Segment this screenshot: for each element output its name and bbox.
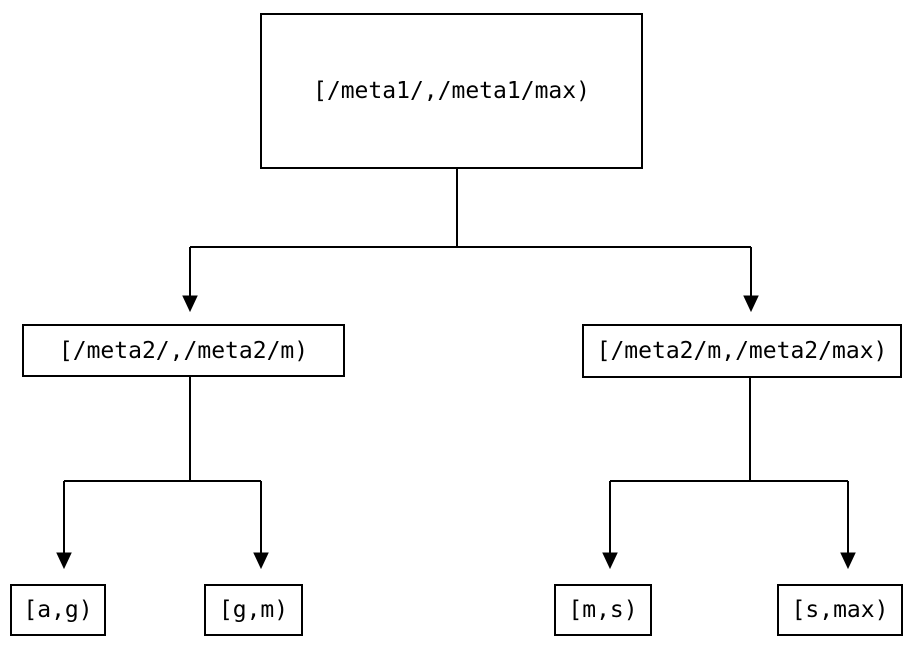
- arrowhead-down-icon: [253, 552, 269, 570]
- tree-node-label: [/meta2/m,/meta2/max): [596, 338, 888, 364]
- tree-leaf-g-m: [g,m): [204, 584, 303, 636]
- tree-leaf-m-s: [m,s): [554, 584, 652, 636]
- arrowhead-down-icon: [182, 295, 198, 313]
- tree-node-label: [s,max): [791, 597, 889, 623]
- tree-node-label: [g,m): [218, 597, 289, 623]
- edge-root-to-level2: [182, 169, 759, 313]
- arrowhead-down-icon: [602, 552, 618, 570]
- tree-node-label: [a,g): [23, 597, 93, 623]
- tree-node-meta2-right: [/meta2/m,/meta2/max): [582, 324, 902, 378]
- edge-right-subtree: [602, 378, 856, 570]
- tree-node-root: [/meta1/,/meta1/max): [260, 13, 643, 169]
- edge-left-subtree: [56, 377, 269, 570]
- tree-node-label: [/meta1/,/meta1/max): [313, 78, 590, 104]
- arrowhead-down-icon: [56, 552, 72, 570]
- tree-node-label: [m,s): [568, 597, 638, 623]
- tree-leaf-a-g: [a,g): [10, 584, 106, 636]
- arrowhead-down-icon: [743, 295, 759, 313]
- tree-node-label: [/meta2/,/meta2/m): [58, 337, 309, 364]
- tree-node-meta2-left: [/meta2/,/meta2/m): [22, 324, 345, 377]
- arrowhead-down-icon: [840, 552, 856, 570]
- tree-leaf-s-max: [s,max): [777, 584, 903, 636]
